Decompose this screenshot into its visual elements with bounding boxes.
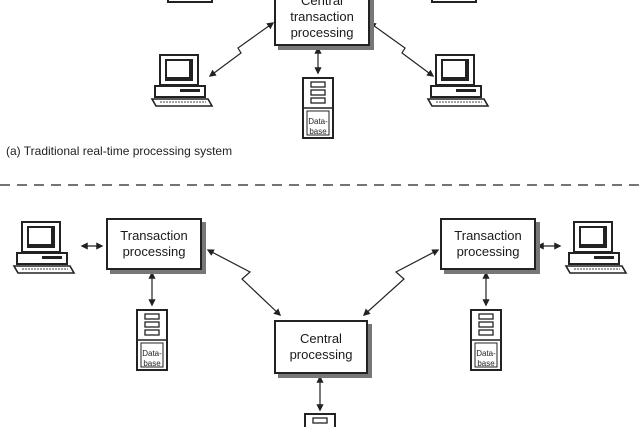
box-line: processing — [289, 347, 353, 362]
db-label-line2: base — [143, 359, 161, 368]
box-line: Central — [300, 331, 342, 346]
db-label-line1: Data- — [476, 349, 496, 358]
transaction-processing-box-left: Transaction processing — [106, 218, 202, 270]
box-line: Transaction — [120, 228, 188, 243]
transaction-processing-box-right: Transaction processing — [440, 218, 536, 270]
computer-terminal-icon — [427, 54, 489, 107]
central-processing-box: Central processing — [274, 320, 368, 374]
computer-terminal-icon — [565, 221, 627, 274]
box-line: transaction — [290, 9, 354, 24]
box-line: Transaction — [454, 228, 522, 243]
lightning-link-icon — [362, 249, 440, 316]
lightning-link-icon — [206, 249, 282, 316]
lightning-link-icon — [368, 22, 435, 77]
db-label-line1: Data- — [308, 117, 328, 126]
computer-terminal-icon — [13, 221, 75, 274]
computer-terminal-icon — [151, 54, 213, 107]
caption-traditional-system: (a) Traditional real-time processing sys… — [6, 144, 233, 158]
db-label-line1: Data- — [142, 349, 162, 358]
central-transaction-processing-box: Central transaction processing — [274, 0, 370, 46]
lightning-link-icon — [208, 22, 275, 77]
box-line: processing — [122, 244, 186, 259]
partial-box-left — [167, 0, 213, 3]
box-line: processing — [456, 244, 520, 259]
box-line: Central — [301, 0, 343, 8]
partial-box-right — [431, 0, 477, 3]
box-line: processing — [290, 25, 354, 40]
db-label-line2: base — [477, 359, 495, 368]
database-server-icon — [304, 413, 336, 427]
db-label-line2: base — [309, 127, 327, 136]
